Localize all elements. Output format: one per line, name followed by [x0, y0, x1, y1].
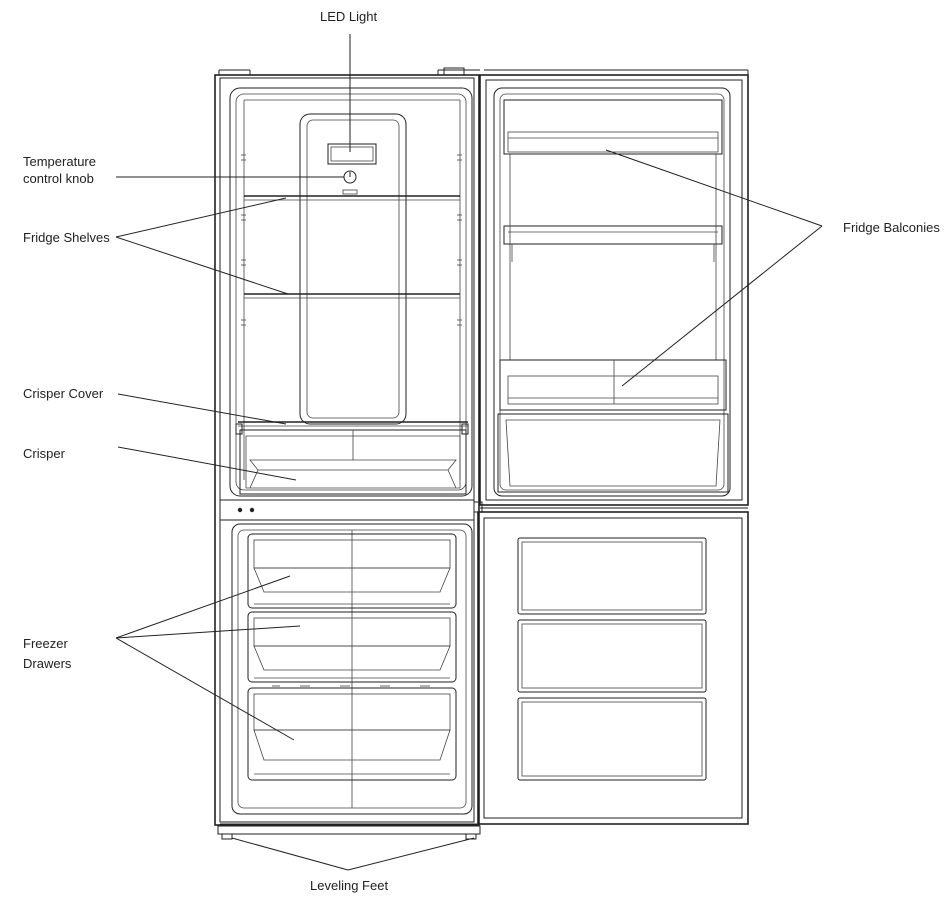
leader-freezer-1 [115, 575, 291, 639]
leader-feet-left [231, 837, 349, 871]
leader-balcony-1 [605, 149, 823, 227]
label-freezer-line1: Freezer [23, 636, 68, 651]
label-fridge-shelves: Fridge Shelves [23, 230, 110, 245]
leader-lines [115, 34, 823, 871]
leader-balcony-2 [621, 225, 823, 387]
leader-shelf-2 [115, 236, 289, 295]
fridge-cabinet [214, 67, 481, 840]
label-temp-knob-line2: control knob [23, 171, 94, 186]
leader-shelf-1 [115, 197, 287, 238]
leader-feet-right [347, 837, 475, 871]
leader-crisper [117, 446, 297, 481]
freezer-door [477, 511, 749, 825]
label-crisper: Crisper [23, 446, 65, 461]
label-temp-knob-line1: Temperature [23, 154, 96, 169]
leader-crisper-cover [117, 393, 287, 425]
label-fridge-balconies: Fridge Balconies [843, 220, 940, 235]
leader-freezer-2 [115, 625, 301, 639]
label-led-light: LED Light [320, 9, 378, 24]
fridge-door [479, 69, 749, 506]
label-leveling-feet: Leveling Feet [310, 878, 389, 893]
label-crisper-cover: Crisper Cover [23, 386, 104, 401]
leader-freezer-3 [115, 637, 295, 741]
label-freezer-line2: Drawers [23, 656, 72, 671]
